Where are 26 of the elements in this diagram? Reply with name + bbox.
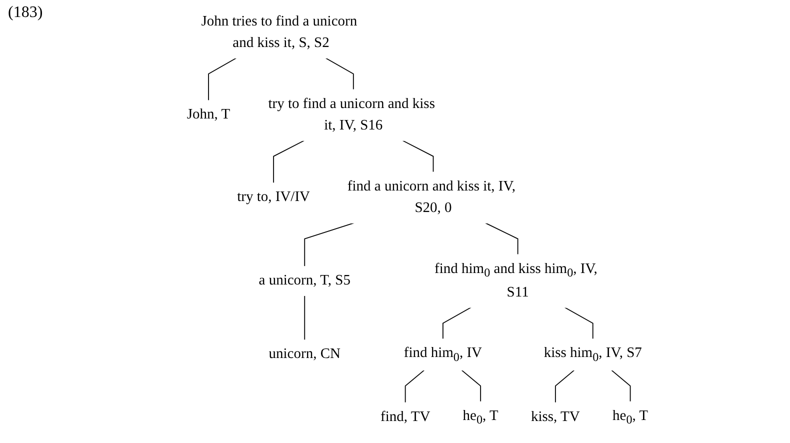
example-number: (183): [8, 4, 43, 22]
connector: [554, 370, 575, 404]
node-text: try to, IV/IV: [237, 189, 310, 205]
connector: [442, 306, 472, 340]
node-text: find him$_{0}$ and kiss him$_{0}$, IV, S11: [434, 261, 598, 300]
node-text: a unicorn, T, S5: [258, 272, 350, 288]
connector: [404, 370, 425, 404]
node-text: try to find a unicorn and kiss it, IV, S16: [268, 96, 435, 134]
node-text: kiss, TV: [530, 409, 580, 425]
node-text: John, T: [186, 106, 230, 122]
connector: [304, 295, 306, 341]
node-text: John tries to find a unicorn and kiss it, S, S2: [201, 14, 358, 51]
node-text: he$_{0}$, T: [612, 408, 648, 426]
connector: [325, 58, 354, 90]
connector: [610, 370, 631, 402]
node-text: find a unicorn and kiss it, IV, S20, 0: [347, 178, 516, 216]
connector: [304, 222, 355, 267]
connector: [484, 222, 518, 256]
node-text: he$_{0}$, T: [462, 408, 498, 426]
connector: [402, 140, 434, 173]
connector: [461, 370, 482, 402]
node-text: kiss him$_{0}$, IV, S7: [544, 345, 642, 364]
node-text: unicorn, CN: [268, 346, 340, 362]
connector: [564, 306, 594, 340]
node-text: find, TV: [380, 409, 430, 425]
node-text: find him$_{0}$, IV: [404, 345, 482, 364]
